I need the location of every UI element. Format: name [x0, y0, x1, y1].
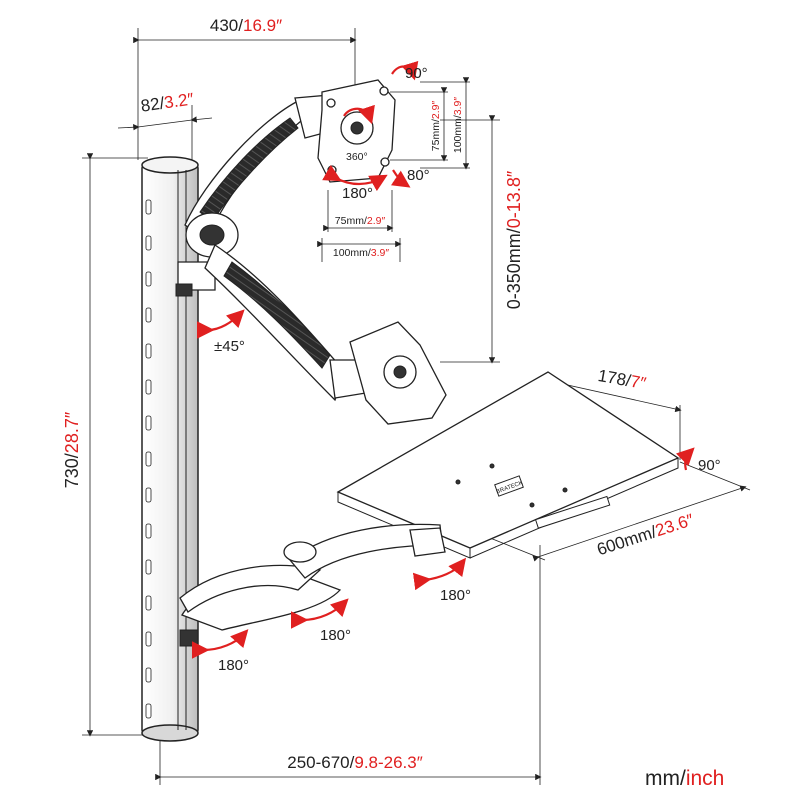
angle-top-tilt: 90° [405, 65, 428, 82]
dim-pole-offset: 82/3.2″ [117, 89, 213, 160]
pole-slot [145, 379, 152, 395]
svg-text:75mm/2.9″: 75mm/2.9″ [335, 215, 386, 227]
vesa-h100-imperial: 3.9″ [371, 247, 390, 259]
angle-swivel: 180° [342, 185, 373, 202]
pole-slot [145, 343, 152, 359]
svg-text:178/7″: 178/7″ [596, 366, 647, 393]
units-legend: mm/inch [645, 767, 724, 790]
dim-overall-width-imperial: 16.9″ [243, 16, 282, 35]
pole-slot [145, 307, 152, 323]
pole-slot [145, 271, 152, 287]
rotation-arrows [191, 60, 695, 659]
angle-rotation: 360° [346, 151, 368, 163]
pole-slot [145, 559, 152, 575]
vesa-v100-metric: 100mm/ [452, 115, 464, 153]
dim-overall-width: 430/16.9″ [133, 16, 357, 160]
angle-labels: 90° 360° 180° 80° ±45° 90° 180° 180° 180… [214, 65, 721, 674]
dim-height-travel: 0-350mm/0-13.8″ [440, 115, 524, 364]
tray-arm [179, 523, 446, 647]
angle-tilt: 80° [407, 167, 430, 184]
dim-reach-imperial: 9.8-26.3″ [354, 753, 422, 772]
dim-reach-metric: 250-670/ [287, 753, 354, 772]
dim-height-travel-metric: 0-350mm/ [504, 228, 524, 309]
dim-pole-height-metric: 730/ [62, 453, 82, 488]
dim-overall-width-metric: 430/ [210, 16, 243, 35]
vesa-h75-imperial: 2.9″ [367, 215, 386, 227]
pole-slot [145, 487, 152, 503]
pole-slot [145, 199, 152, 215]
svg-text:100mm/3.9″: 100mm/3.9″ [452, 97, 464, 154]
vesa-v75-imperial: 2.9″ [430, 101, 442, 120]
vesa-h75-metric: 75mm/ [335, 215, 367, 227]
vesa-v75-metric: 75mm/ [430, 119, 442, 151]
angle-tray-swivel: 180° [440, 587, 471, 604]
dim-height-travel-imperial: 0-13.8″ [504, 170, 524, 228]
units-imperial: inch [686, 767, 725, 790]
vesa-plate-top [317, 79, 396, 183]
angle-tray-tilt: 90° [698, 457, 721, 474]
vesa-v100-imperial: 3.9″ [452, 97, 464, 116]
angle-elbow: ±45° [214, 338, 245, 355]
dim-pole-offset-imperial: 3.2″ [163, 89, 195, 112]
dim-tray-width-imperial: 23.6″ [653, 510, 696, 540]
svg-text:600mm/23.6″: 600mm/23.6″ [595, 510, 696, 559]
dim-pole-offset-metric: 82/ [140, 94, 166, 116]
units-metric: mm/ [645, 767, 686, 790]
pole-slot [145, 595, 152, 611]
vesa-plate-lower [349, 321, 447, 425]
pole-slot [145, 703, 152, 719]
dim-pole-height-imperial: 28.7″ [62, 411, 82, 453]
dim-tray-depth-metric: 178/ [596, 366, 632, 391]
pole-slot [145, 523, 152, 539]
angle-arm-swivel: 180° [320, 627, 351, 644]
dim-pole-height: 730/28.7″ [62, 153, 160, 737]
vesa-dims: 75mm/2.9″ 100mm/3.9″ 75mm/2.9″ 100mm/3.9… [317, 77, 470, 262]
dim-reach: 250-670/9.8-26.3″ [155, 545, 542, 785]
svg-text:250-670/9.8-26.3″: 250-670/9.8-26.3″ [287, 753, 423, 772]
pole-slots [145, 199, 152, 719]
vesa-h100-metric: 100mm/ [333, 247, 371, 259]
angle-base-swivel: 180° [218, 657, 249, 674]
svg-text:0-350mm/0-13.8″: 0-350mm/0-13.8″ [504, 170, 524, 309]
svg-text:82/3.2″: 82/3.2″ [140, 89, 195, 115]
svg-text:430/16.9″: 430/16.9″ [210, 16, 282, 35]
pole-slot [145, 451, 152, 467]
pole-slot [145, 235, 152, 251]
svg-text:75mm/2.9″: 75mm/2.9″ [430, 101, 442, 152]
pole-slot [145, 415, 152, 431]
svg-text:100mm/3.9″: 100mm/3.9″ [333, 247, 390, 259]
dim-tray-width-metric: 600mm/ [595, 522, 660, 559]
pole-slot [145, 667, 152, 683]
svg-text:730/28.7″: 730/28.7″ [62, 411, 82, 488]
pole-slot [145, 631, 152, 647]
dim-tray-depth-imperial: 7″ [629, 372, 648, 393]
